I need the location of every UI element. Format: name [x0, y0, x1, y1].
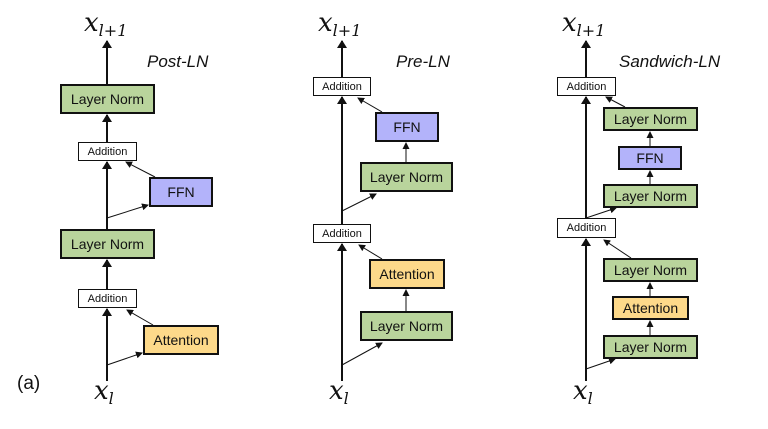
pre-ln-addition-top: Addition [313, 77, 371, 96]
pre-ln-ffn: FFN [375, 112, 439, 142]
output-symbol-sub: l+1 [332, 21, 362, 40]
pre-ln-attention: Attention [369, 259, 445, 289]
arrow-sw-branch-to-layernorm [585, 206, 617, 219]
arrow-sw-input-to-layernorm [585, 357, 616, 370]
post-ln-output-symbol: xl+1 [84, 8, 128, 40]
pre-ln-output-symbol: xl+1 [318, 8, 362, 40]
arrow-sw-layernorm-to-addition-top [605, 96, 626, 108]
post-ln-ffn: FFN [149, 177, 213, 207]
sandwich-ln-layer-norm-2: Layer Norm [603, 184, 698, 208]
sandwich-ln-layer-norm-4: Layer Norm [603, 335, 698, 359]
sandwich-ln-output-symbol: xl+1 [562, 8, 606, 40]
pre-ln-arrows [337, 40, 410, 381]
sandwich-ln-layer-norm-3: Layer Norm [603, 258, 698, 282]
pre-ln-layer-norm-bottom: Layer Norm [360, 311, 453, 341]
figure-label: (a) [17, 373, 41, 394]
arrow-post-branch-to-ffn [106, 203, 149, 219]
sandwich-ln-layer-norm-1: Layer Norm [603, 107, 698, 131]
output-symbol-sub: l+1 [576, 21, 606, 40]
post-ln-attention: Attention [143, 325, 219, 355]
sandwich-ln-addition-top: Addition [557, 77, 616, 96]
arrow-post-ffn-to-addition [125, 161, 156, 178]
sandwich-ln-ffn: FFN [618, 146, 682, 170]
post-ln-layer-norm-top: Layer Norm [60, 84, 155, 114]
post-ln-addition-bottom: Addition [78, 289, 137, 308]
post-ln-addition-top: Addition [78, 142, 137, 161]
post-ln-arrows [102, 40, 156, 381]
pre-ln-layer-norm-top: Layer Norm [360, 162, 453, 192]
pre-ln-addition-bottom: Addition [313, 224, 371, 243]
arrow-sw-layernorm-to-addition [603, 239, 632, 259]
post-ln-title: Post-LN [147, 52, 209, 71]
output-symbol-main: x [562, 8, 577, 38]
post-ln-layer-norm-bottom: Layer Norm [60, 229, 155, 259]
post-ln-input-symbol: xl [94, 376, 114, 408]
arrow-post-input-to-attention [106, 351, 143, 366]
sandwich-ln-input-symbol: xl [573, 376, 593, 408]
output-symbol-main: x [318, 8, 333, 38]
arrow-pre-input-to-layernorm [341, 342, 383, 366]
arrow-post-attention-to-addition [126, 309, 154, 326]
output-symbol-sub: l+1 [98, 21, 128, 40]
input-symbol-sub: l [343, 389, 349, 408]
sandwich-ln-arrows [581, 40, 654, 381]
input-symbol-main: x [573, 376, 588, 406]
arrow-pre-branch-to-layernorm [341, 193, 377, 212]
input-symbol-sub: l [108, 389, 114, 408]
pre-ln-title: Pre-LN [396, 52, 450, 71]
pre-ln-input-symbol: xl [329, 376, 349, 408]
input-symbol-main: x [329, 376, 344, 406]
sandwich-ln-title: Sandwich-LN [619, 52, 721, 71]
sandwich-ln-attention: Attention [612, 296, 689, 320]
input-symbol-main: x [94, 376, 109, 406]
input-symbol-sub: l [587, 389, 593, 408]
arrow-pre-attention-to-addition [358, 244, 383, 260]
arrow-pre-ffn-to-addition [357, 97, 383, 113]
output-symbol-main: x [84, 8, 99, 38]
sandwich-ln-addition-bottom: Addition [557, 218, 616, 238]
